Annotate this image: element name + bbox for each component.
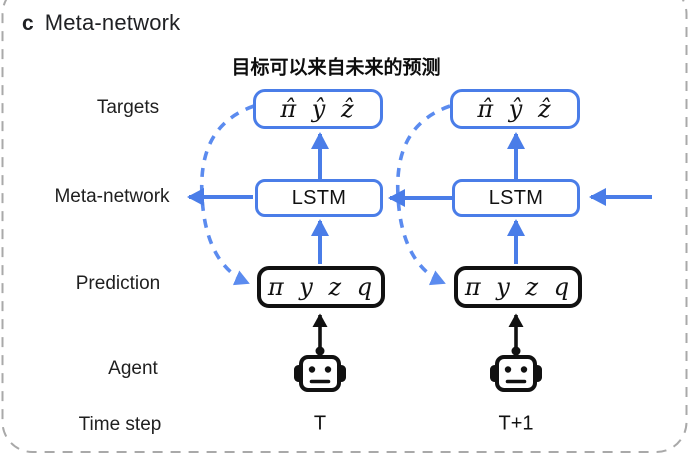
targets-to-prediction-feedback-arrow-t1 (395, 104, 451, 286)
lstm-label-t1: LSTM (488, 186, 544, 209)
row-label-meta-network: Meta-network (54, 186, 170, 207)
row-label-prediction: Prediction (75, 273, 161, 294)
caption-chinese: 目标可以来自未来的预测 (231, 57, 441, 79)
targets-math-t1: π̂ ŷ ẑ (477, 95, 553, 123)
lstm-box-t: LSTM (255, 179, 383, 217)
time-step-label-t: T (313, 412, 327, 435)
lstm-label-t: LSTM (291, 186, 347, 209)
targets-box-t: π̂ ŷ ẑ (253, 89, 383, 129)
prediction-math-t: π y z q (267, 273, 375, 301)
targets-math-t: π̂ ŷ ẑ (280, 95, 356, 123)
page-title: Meta-network (44, 10, 181, 35)
time-step-label-t1: T+1 (498, 412, 534, 435)
prediction-math-t1: π y z q (464, 273, 572, 301)
prediction-box-t1: π y z q (454, 266, 582, 308)
prediction-box-t: π y z q (257, 266, 385, 308)
targets-to-prediction-feedback-arrow-t (199, 104, 255, 286)
lstm-box-t1: LSTM (452, 179, 580, 217)
row-label-time-step: Time step (78, 414, 162, 435)
targets-box-t1: π̂ ŷ ẑ (450, 89, 580, 129)
panel-title-row: c Meta-network (22, 10, 180, 36)
robot-icon (488, 344, 544, 392)
panel-letter: c (22, 12, 34, 35)
robot-icon (292, 344, 348, 392)
row-label-targets: Targets (96, 97, 160, 118)
row-label-agent: Agent (108, 358, 158, 379)
